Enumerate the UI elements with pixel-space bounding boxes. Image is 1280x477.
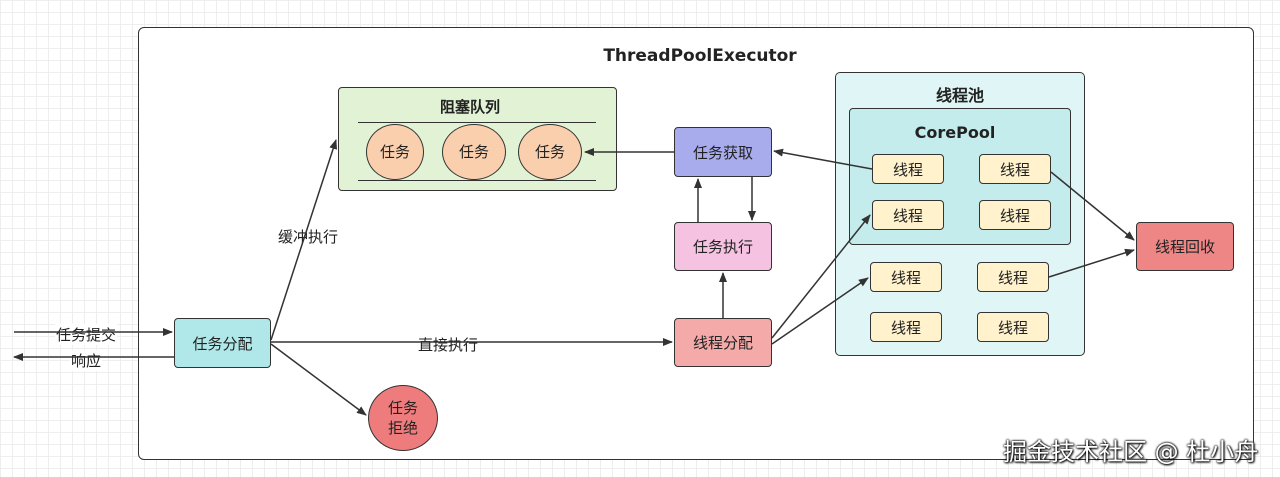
core-thread: 线程 bbox=[979, 200, 1051, 230]
extra-thread: 线程 bbox=[870, 262, 942, 292]
core-thread: 线程 bbox=[872, 200, 944, 230]
thread-to-fetch-arrow bbox=[773, 148, 873, 170]
task-dispatch-node: 任务分配 bbox=[174, 318, 271, 368]
dispatch-to-extra-arrow bbox=[771, 277, 869, 345]
extra-thread: 线程 bbox=[870, 312, 942, 342]
watermark: 掘金技术社区 @ 杜小舟 bbox=[1003, 438, 1259, 466]
task-reject-node: 任务拒绝 bbox=[368, 385, 438, 451]
reject-arrow bbox=[270, 343, 367, 416]
task-fetch-node: 任务获取 bbox=[674, 127, 772, 177]
dispatch-to-core-arrow bbox=[771, 214, 871, 339]
queue-top-line bbox=[358, 122, 596, 123]
extra-thread: 线程 bbox=[977, 262, 1049, 292]
thread-pool-title: 线程池 bbox=[935, 86, 984, 105]
core-to-recycle-arrow bbox=[1050, 171, 1135, 241]
core-thread: 线程 bbox=[872, 154, 944, 184]
executor-title: ThreadPoolExecutor bbox=[603, 46, 797, 66]
thread-dispatch-node: 线程分配 bbox=[674, 318, 772, 367]
task-exec-node: 任务执行 bbox=[674, 222, 772, 271]
buffer-arrow bbox=[270, 139, 338, 341]
extra-to-recycle-arrow bbox=[1048, 248, 1135, 278]
core-pool-title: CorePool bbox=[914, 123, 996, 142]
direct-exec-label: 直接执行 bbox=[416, 334, 481, 355]
extra-thread: 线程 bbox=[977, 312, 1049, 342]
queued-task: 任务 bbox=[366, 124, 424, 180]
queued-task: 任务 bbox=[442, 124, 506, 180]
buffer-exec-label: 缓冲执行 bbox=[277, 226, 340, 247]
submit-label: 任务提交 bbox=[55, 324, 118, 345]
blocking-queue-title: 阻塞队列 bbox=[439, 98, 500, 116]
queue-bottom-line bbox=[358, 180, 596, 181]
thread-recycle-node: 线程回收 bbox=[1136, 222, 1234, 271]
queued-task: 任务 bbox=[518, 124, 582, 180]
core-thread: 线程 bbox=[979, 154, 1051, 184]
